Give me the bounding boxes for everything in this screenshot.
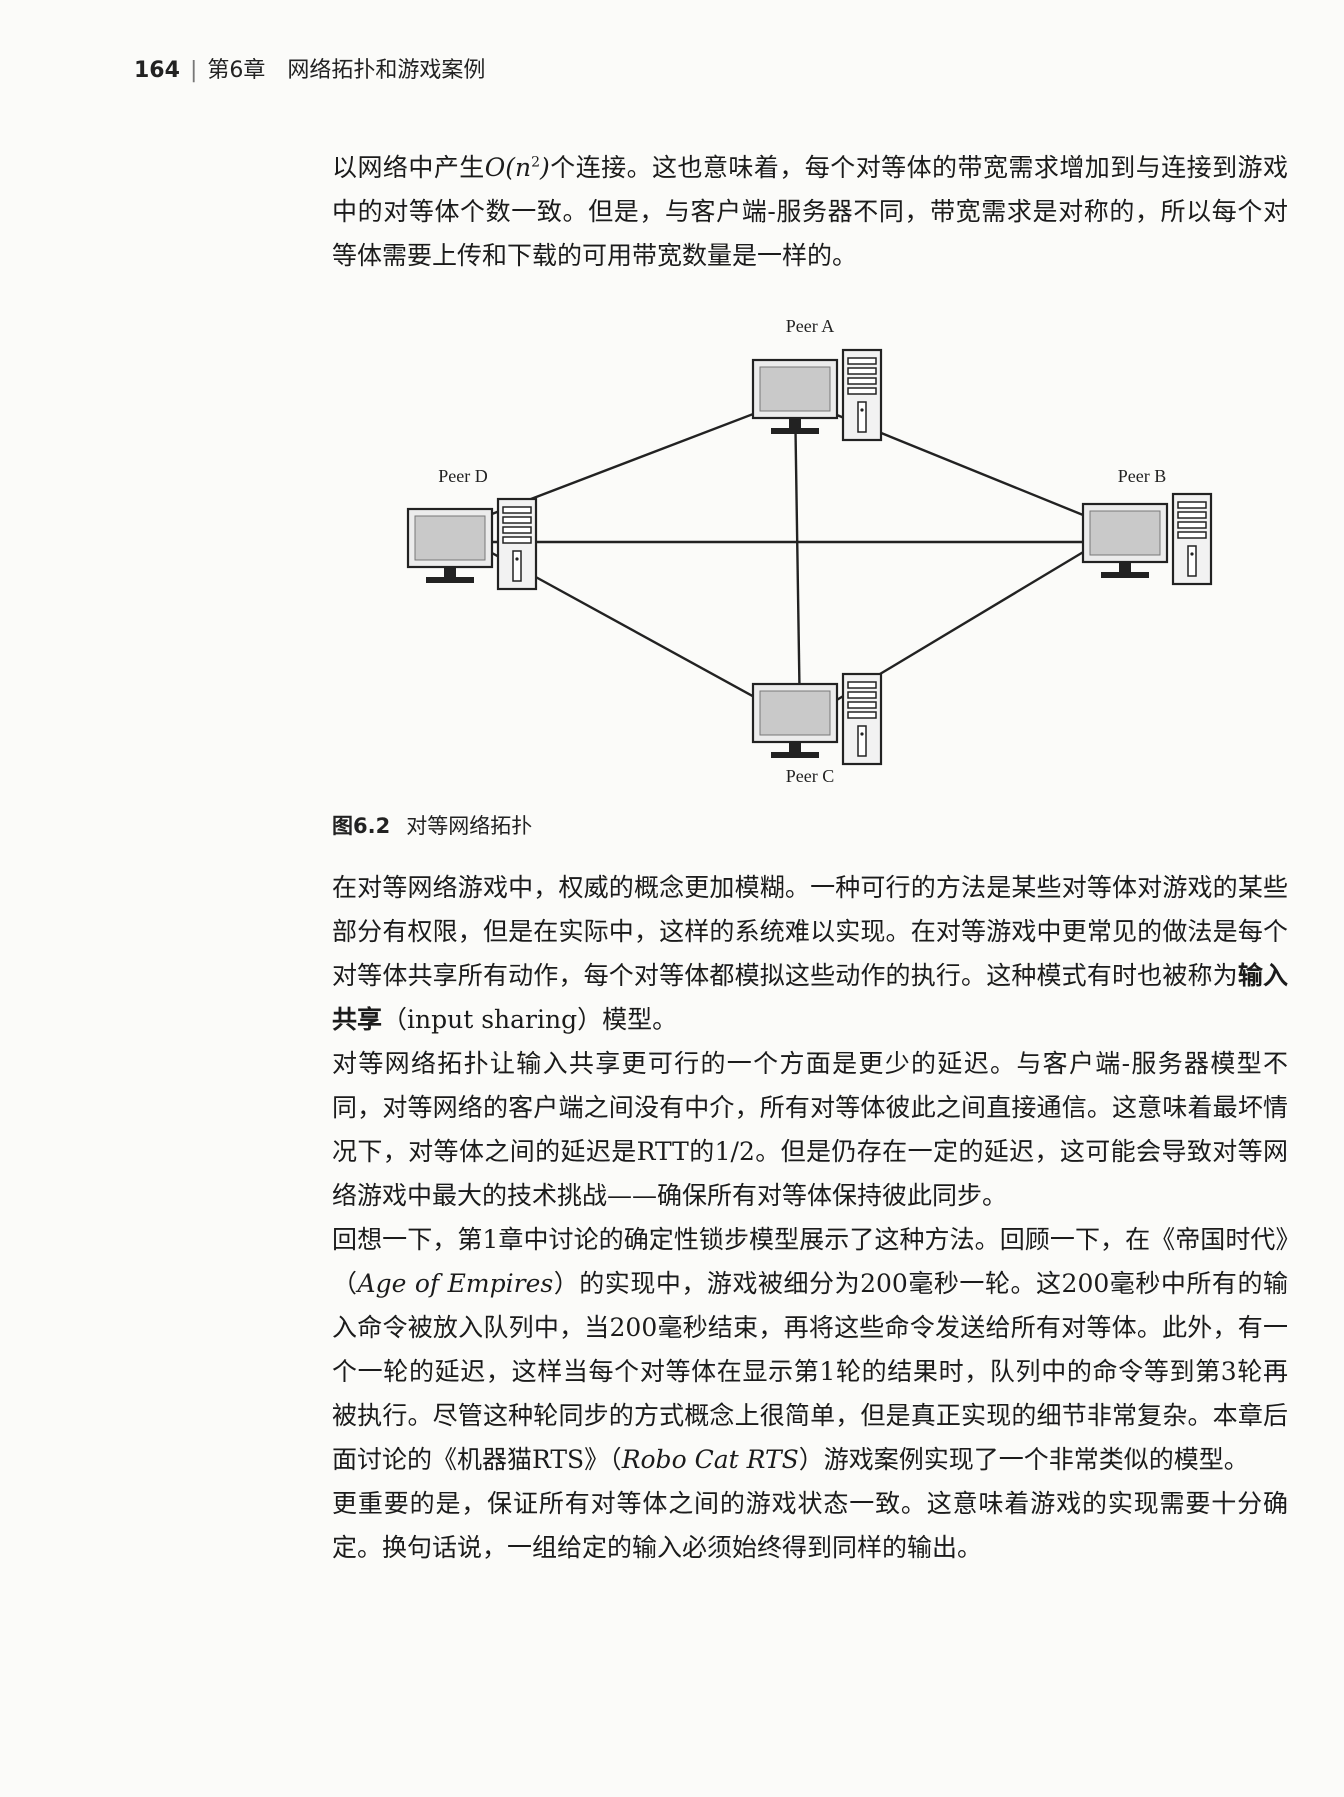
para2-text-a: 在对等网络游戏中，权威的概念更加模糊。一种可行的方法是某些对等体对游戏的某些部分… bbox=[332, 873, 1288, 990]
peer-d-label: Peer D bbox=[438, 466, 487, 486]
chapter-label: 第6章 bbox=[207, 58, 266, 83]
body-text-main: 在对等网络游戏中，权威的概念更加模糊。一种可行的方法是某些对等体对游戏的某些部分… bbox=[332, 866, 1288, 1570]
para4-text-b: ）的实现中，游戏被细分为200毫秒一轮。这200毫秒中所有的输入命令被放入队列中… bbox=[332, 1269, 1288, 1474]
running-head: 164 | 第6章网络拓扑和游戏案例 bbox=[134, 52, 485, 84]
peer-a-label: Peer A bbox=[786, 316, 835, 336]
title-robo-cat-rts: Robo Cat RTS bbox=[621, 1445, 799, 1474]
para1-text-a: 以网络中产生 bbox=[332, 153, 485, 182]
peer-b-computer-icon bbox=[1081, 492, 1213, 586]
paragraph-2: 在对等网络游戏中，权威的概念更加模糊。一种可行的方法是某些对等体对游戏的某些部分… bbox=[332, 866, 1288, 1042]
peer-d-computer-icon bbox=[406, 497, 538, 591]
paragraph-3: 对等网络拓扑让输入共享更可行的一个方面是更少的延迟。与客户端-服务器模型不同，对… bbox=[332, 1049, 1288, 1210]
header-separator: | bbox=[189, 58, 198, 83]
formula-base: O(n bbox=[484, 153, 532, 182]
peer-topology-figure: Peer A Peer B Peer C Peer D bbox=[0, 300, 1344, 800]
peer-a-computer-icon bbox=[751, 348, 883, 442]
para1-text-b: 个连接。这也意味着，每个对等体的带宽需求增加到与连接到游戏中的对等体个数一致。但… bbox=[332, 153, 1288, 270]
term-input-sharing: 输入共享 bbox=[332, 961, 1288, 1034]
page-number: 164 bbox=[134, 58, 180, 83]
para2-text-b: （input sharing）模型。 bbox=[382, 1005, 678, 1034]
para4-text-c: ）游戏案例实现了一个非常类似的模型。 bbox=[798, 1445, 1249, 1474]
paragraph-1: 以网络中产生O(n2)个连接。这也意味着，每个对等体的带宽需求增加到与连接到游戏… bbox=[332, 146, 1288, 278]
formula-exponent: 2 bbox=[531, 154, 541, 171]
chapter-title: 网络拓扑和游戏案例 bbox=[287, 58, 486, 83]
link-a-c bbox=[793, 397, 802, 723]
para4-text-a: 回想一下，第1章中讨论的确定性锁步模型展示了这种方法。回顾一下，在《帝国时代》（ bbox=[332, 1225, 1288, 1298]
paragraph-4: 回想一下，第1章中讨论的确定性锁步模型展示了这种方法。回顾一下，在《帝国时代》（… bbox=[332, 1218, 1288, 1482]
figure-caption-text: 对等网络拓扑 bbox=[406, 814, 533, 838]
paragraph-intro: 以网络中产生O(n2)个连接。这也意味着，每个对等体的带宽需求增加到与连接到游戏… bbox=[332, 146, 1288, 278]
formula-close: ) bbox=[540, 153, 550, 182]
topology-diagram: Peer A Peer B Peer C Peer D bbox=[406, 316, 1213, 786]
figure-caption: 图6.2 对等网络拓扑 bbox=[332, 810, 532, 840]
peer-b-label: Peer B bbox=[1118, 466, 1167, 486]
peer-c-computer-icon bbox=[751, 672, 883, 766]
paragraph-5: 更重要的是，保证所有对等体之间的游戏状态一致。这意味着游戏的实现需要十分确定。换… bbox=[332, 1489, 1288, 1562]
figure-number: 图6.2 bbox=[332, 814, 391, 838]
peer-c-label: Peer C bbox=[786, 766, 835, 786]
title-age-of-empires: Age of Empires bbox=[357, 1269, 554, 1298]
